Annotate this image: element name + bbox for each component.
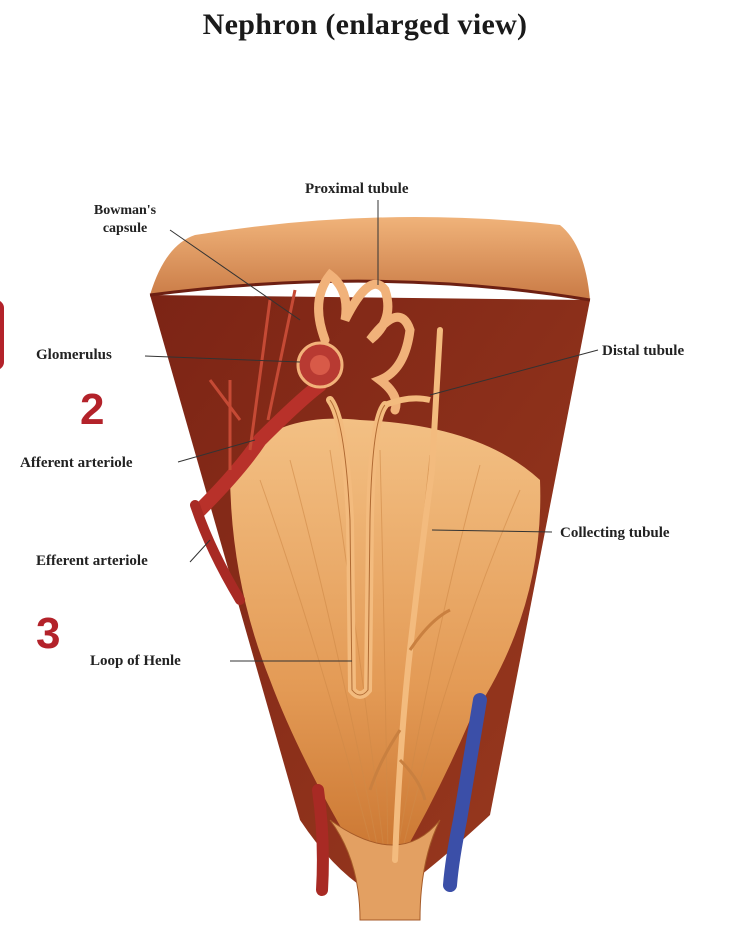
label-proximal-tubule: Proximal tubule (305, 180, 408, 198)
marker-2: 2 (80, 388, 104, 432)
label-collecting-tubule: Collecting tubule (560, 524, 670, 542)
label-bowmans-capsule: Bowman's capsule (85, 202, 165, 238)
label-afferent-arteriole: Afferent arteriole (20, 454, 133, 472)
label-efferent-arteriole: Efferent arteriole (36, 552, 148, 570)
marker-3: 3 (36, 612, 60, 656)
renal-medulla (230, 419, 540, 870)
label-distal-tubule: Distal tubule (602, 342, 684, 360)
label-loop-of-henle: Loop of Henle (90, 652, 181, 670)
label-glomerulus: Glomerulus (36, 346, 112, 364)
descending-artery (318, 790, 323, 890)
